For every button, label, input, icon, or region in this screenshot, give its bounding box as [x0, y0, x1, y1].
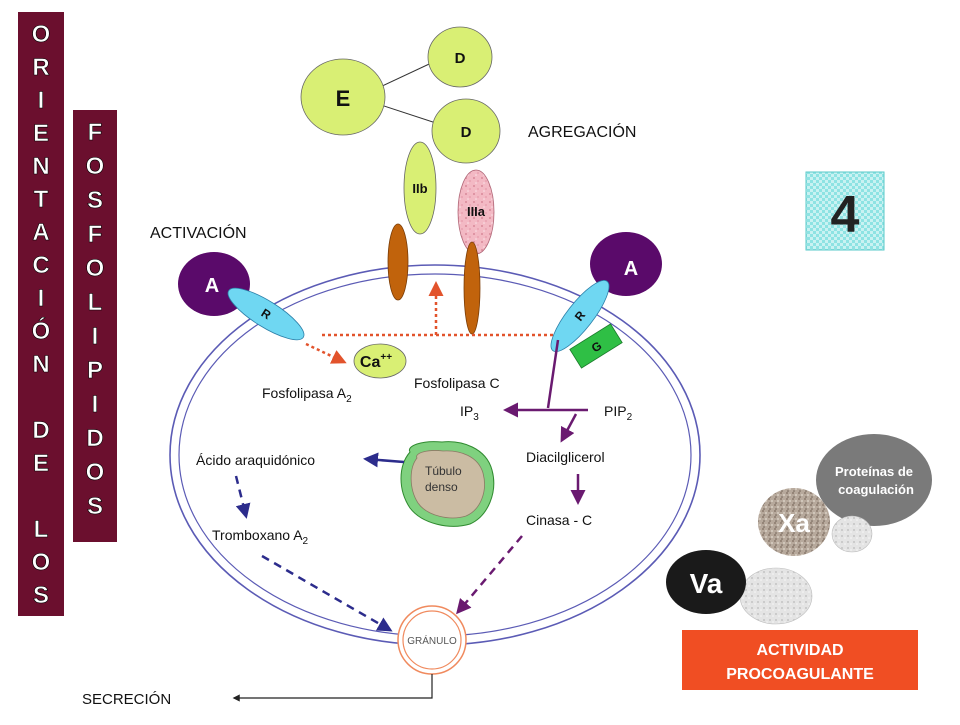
proteinas-coagulacion-node — [816, 434, 932, 526]
receptor-to-plc-arrow — [546, 339, 560, 409]
tubulo-to-acido-arrow — [363, 452, 405, 468]
iib-receptor — [403, 141, 437, 235]
fosfolipidos-letter: D — [86, 425, 103, 452]
slide-number-badge — [805, 171, 885, 251]
fosfolipidos-letter: I — [92, 323, 99, 350]
gpiiia-transmembrane — [463, 241, 481, 335]
fosfolipidos-letter: P — [87, 357, 103, 384]
fosfolipidos-letter: O — [86, 153, 105, 180]
e-node — [300, 58, 386, 136]
ip3-label: IP3 — [460, 403, 479, 423]
slide-number: 4 — [831, 186, 860, 244]
factor-va-label: Va — [690, 568, 723, 599]
receptor-right — [550, 280, 610, 352]
factor-xa-node — [758, 488, 830, 556]
granulo-label: GRÁNULO — [407, 634, 457, 647]
tubulo-label-2: denso — [425, 480, 458, 494]
agonist-right — [590, 232, 662, 296]
fosfolipidos-letter: F — [88, 221, 103, 248]
orientacion-bar — [18, 12, 64, 616]
activacion-label: ACTIVACIÓN — [150, 223, 247, 242]
actividad-procoagulante-box — [682, 630, 918, 690]
orientacion-letter: D — [32, 417, 49, 444]
tubulo-denso-inner — [410, 450, 485, 519]
e-label: E — [336, 86, 351, 111]
proteinas-label-2: coagulación — [838, 482, 914, 497]
fosfolipasa-a2-label: Fosfolipasa A2 — [262, 385, 352, 405]
silver-node-small — [831, 515, 873, 553]
agonist-right-label: A — [624, 258, 638, 280]
proteinas-label-1: Proteínas de — [835, 464, 913, 479]
orientacion-letter: I — [38, 87, 45, 114]
fosfolipasa-c-label: Fosfolipasa C — [414, 375, 500, 391]
orientacion-letter: O — [32, 21, 51, 48]
fosfolipidos-letter: L — [88, 289, 103, 316]
signal-dotted-to-ca-arrow — [305, 342, 347, 364]
g-protein — [569, 323, 623, 369]
iiia-label: IIIa — [467, 204, 486, 219]
pip2-label: PIP2 — [604, 403, 633, 423]
orientacion-letter: N — [32, 153, 49, 180]
orientacion-letter: S — [33, 582, 49, 609]
agonist-left-label: A — [205, 275, 219, 297]
secrecion-arrow — [232, 674, 433, 702]
orientacion-letter: Ó — [32, 317, 51, 345]
tromboxano-a2-label: Tromboxano A2 — [212, 527, 309, 547]
pip2-to-dag-arrow — [560, 413, 578, 443]
fosfolipidos-letter: O — [86, 255, 105, 282]
tubulo-label-1: Túbulo — [425, 464, 462, 478]
orientacion-letter: E — [33, 120, 49, 147]
fosfolipidos-letter: I — [92, 391, 99, 418]
receptor-left — [227, 287, 305, 341]
d-mid-node — [431, 98, 501, 164]
ca-node — [353, 343, 407, 379]
factor-va-node — [666, 550, 746, 614]
factor-xa-label: Xa — [778, 508, 810, 538]
orientacion-letter: E — [33, 450, 49, 477]
orientacion-letter: T — [34, 186, 49, 213]
cinasa-c-label: Cinasa - C — [526, 512, 592, 528]
fosfolipidos-bar — [73, 110, 117, 542]
actividad-label-1: ACTIVIDAD — [756, 642, 843, 659]
acido-araquidonico-label: Ácido araquidónico — [196, 452, 315, 468]
d-top-label: D — [455, 50, 466, 67]
silver-node-large — [739, 567, 813, 625]
actividad-label-2: PROCOAGULANTE — [726, 666, 874, 683]
orientacion-letter: C — [32, 252, 49, 279]
ca-label: Ca++ — [360, 352, 392, 371]
granulo-inner — [402, 610, 462, 670]
orientacion-letter: O — [32, 549, 51, 576]
fosfolipidos-letter: F — [88, 119, 103, 146]
iib-label: IIb — [412, 181, 427, 196]
orientacion-letter: I — [38, 285, 45, 312]
cinasa-to-granulo-arrow — [456, 535, 523, 615]
orientacion-letter: R — [32, 54, 49, 81]
tromboxano-to-granulo-arrow — [261, 554, 393, 632]
d-mid-label: D — [461, 124, 472, 141]
fosfolipidos-letter: S — [87, 187, 103, 214]
d-top-node — [427, 26, 493, 88]
orientacion-letter: L — [34, 516, 49, 543]
diacilglicerol-label: Diacilglicerol — [526, 449, 605, 465]
orientacion-letter: A — [32, 219, 49, 246]
gpiib-transmembrane — [387, 223, 409, 301]
connector-e-d-mid — [377, 103, 443, 126]
secrecion-label: SECRECIÓN — [82, 691, 171, 708]
acido-to-tromboxano-arrow — [234, 475, 251, 519]
orientacion-letter: N — [32, 351, 49, 378]
fosfolipidos-letter: O — [86, 459, 105, 486]
fosfolipidos-letter: S — [87, 493, 103, 520]
agregacion-label: AGREGACIÓN — [528, 122, 636, 141]
